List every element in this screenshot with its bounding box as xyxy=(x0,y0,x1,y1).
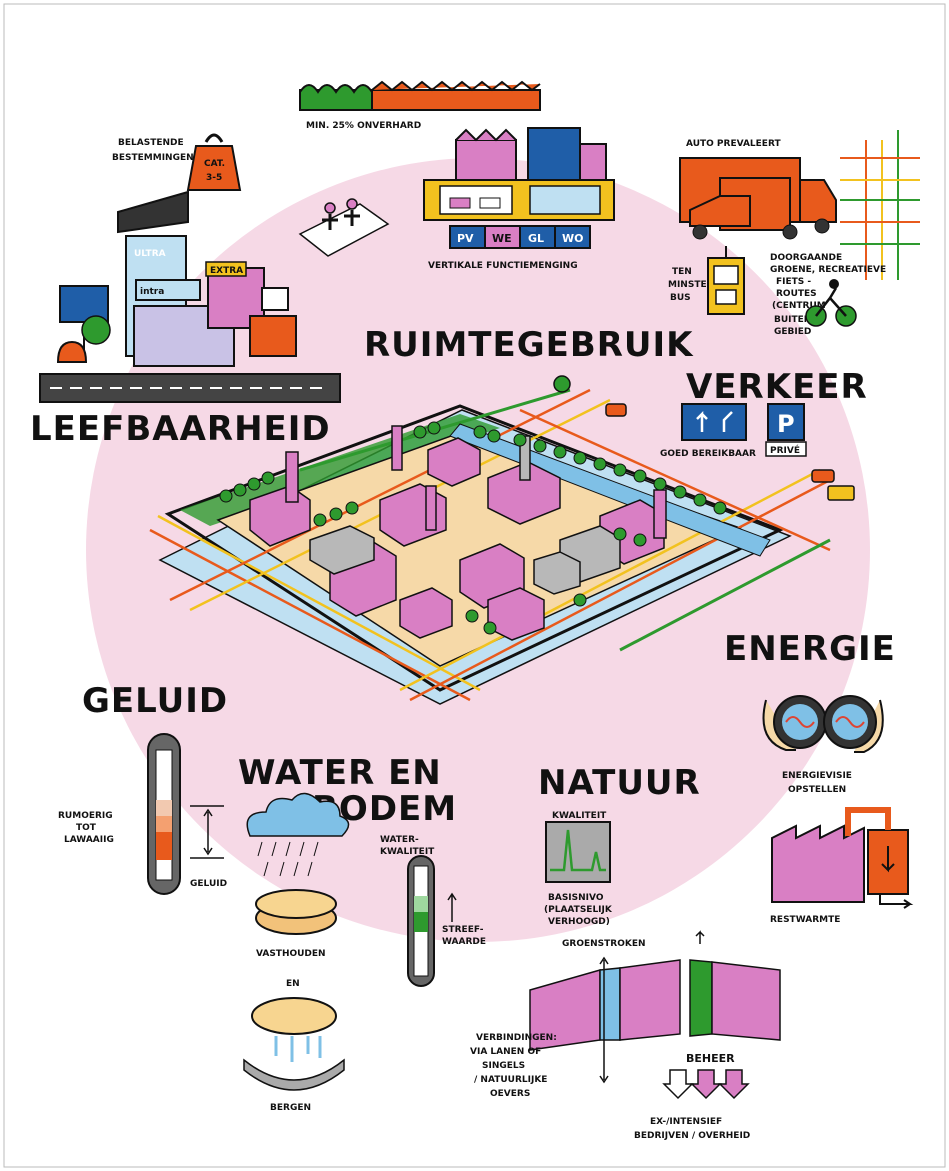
through-routes-label-6: BUITEN- xyxy=(774,315,815,325)
basisniveau-label-3: VERHOOGD) xyxy=(548,917,610,927)
streefwaarde-label-1: STREEF- xyxy=(442,925,484,935)
trucks-icon xyxy=(679,157,837,240)
noise-thermometer-icon xyxy=(147,733,224,895)
page-frame xyxy=(3,3,946,1168)
vasthouden-label: VASTHOUDEN xyxy=(256,949,326,959)
verbindingen-label-3: SINGELS xyxy=(482,1061,525,1071)
mixed-building-icon xyxy=(423,127,615,249)
heading-geluid: GELUID xyxy=(82,681,228,721)
intra-label: intra xyxy=(140,287,164,297)
prive-label: PRIVÉ xyxy=(770,444,800,456)
sponge-dripping-icon xyxy=(243,997,345,1091)
rumoerig-label-3: LAWAAIIG xyxy=(64,835,114,845)
geluid-small-label: GELUID xyxy=(190,879,227,889)
heading-natuur: NATUUR xyxy=(538,763,701,803)
through-routes-label-1: DOORGAANDE xyxy=(770,253,842,263)
func-gl: GL xyxy=(528,232,544,245)
verbindingen-label-4: / NATUURLIJKE xyxy=(474,1075,547,1085)
through-routes-label-7: GEBIED xyxy=(774,327,811,337)
cars-icon xyxy=(553,375,855,501)
bus-stop-icon xyxy=(707,246,745,315)
verbindingen-label-5: OEVERS xyxy=(490,1089,530,1099)
heading-ruimtegebruik: RUIMTEGEBRUIK xyxy=(364,325,694,365)
parking-sign-icon xyxy=(765,403,807,457)
basisniveau-label-1: BASISNIVO xyxy=(548,893,604,903)
extra-label: EXTRA xyxy=(210,266,243,276)
bergen-label: BERGEN xyxy=(270,1103,311,1113)
isometric-city-model xyxy=(149,388,831,705)
ten-label: TEN xyxy=(672,267,692,277)
belastende-label-1: BELASTENDE xyxy=(118,138,184,148)
rumoerig-label-2: TOT xyxy=(76,823,97,833)
verbindingen-label-1: VERBINDINGEN: xyxy=(476,1033,557,1043)
func-pv: PV xyxy=(457,232,474,245)
heading-verkeer: VERKEER xyxy=(686,367,868,407)
people-icon xyxy=(298,198,390,257)
rain-cloud-icon xyxy=(246,792,350,877)
through-routes-label-3: FIETS - xyxy=(776,277,811,287)
heading-leefbaarheid: LEEFBAARHEID xyxy=(30,409,331,449)
bike-route-lines-icon xyxy=(840,130,920,280)
restwarmte-label: RESTWARMTE xyxy=(770,915,840,925)
nature-quality-graph-icon xyxy=(545,821,611,883)
groenstroken-label: GROENSTROKEN xyxy=(562,939,646,949)
energievisie-label-2: OPSTELLEN xyxy=(788,785,846,795)
through-routes-label-2: GROENE, RECREATIEVE xyxy=(770,265,886,275)
factory-heat-icon xyxy=(771,807,914,909)
rumoerig-label-1: RUMOERIG xyxy=(58,811,113,821)
heading-energie: ENERGIE xyxy=(724,629,896,669)
vertical-mixing-label: VERTIKALE FUNCTIEMENGING xyxy=(428,261,578,271)
belastende-label-2: BESTEMMINGEN xyxy=(112,153,194,163)
binoculars-icon xyxy=(762,695,884,753)
cyclist-icon xyxy=(805,279,857,327)
goed-bereikbaar-label: GOED BEREIKBAAR xyxy=(660,449,756,459)
func-we: WE xyxy=(492,232,512,245)
min-unpaved-label: MIN. 25% ONVERHARD xyxy=(306,121,421,131)
through-routes-label-5: (CENTRUM xyxy=(772,301,826,311)
func-wo: WO xyxy=(562,232,583,245)
management-arrows-icon xyxy=(662,1069,750,1100)
ex-intensief-label-1: EX-/INTENSIEF xyxy=(650,1117,722,1127)
heading-water-en: WATER EN xyxy=(238,753,442,793)
retail-buildings-icon xyxy=(39,190,341,403)
through-routes-label-4: ROUTES xyxy=(776,289,817,299)
direction-sign-icon xyxy=(681,403,747,441)
basisniveau-label-2: (PLAATSELIJK xyxy=(544,905,613,915)
bus-label: BUS xyxy=(670,293,691,303)
minste-label: MINSTE xyxy=(668,280,707,290)
waterkwaliteit-label-1: WATER- xyxy=(380,835,419,845)
ultra-label: ULTRA xyxy=(134,249,166,259)
cat-label-2: 3-5 xyxy=(206,173,222,183)
beheer-label: BEHEER xyxy=(686,1052,735,1065)
unpaved-bar-icon xyxy=(299,80,541,111)
parking-letter: P xyxy=(777,410,795,438)
streefwaarde-label-2: WAARDE xyxy=(442,937,486,947)
waterkwaliteit-label-2: KWALITEIT xyxy=(380,847,435,857)
water-quality-thermometer-icon xyxy=(407,855,457,987)
green-corridor-icon xyxy=(529,930,781,1084)
ex-intensief-label-2: BEDRIJVEN / OVERHEID xyxy=(634,1131,750,1141)
energievisie-label-1: ENERGIEVISIE xyxy=(782,771,852,781)
weight-icon xyxy=(186,133,242,191)
sponge-icon xyxy=(255,889,337,935)
auto-prevails-label: AUTO PREVALEERT xyxy=(686,139,781,149)
cat-label-1: CAT. xyxy=(204,159,225,169)
kwaliteit-label: KWALITEIT xyxy=(552,811,607,821)
verbindingen-label-2: VIA LANEN OF xyxy=(470,1047,541,1057)
en-label: EN xyxy=(286,979,300,989)
